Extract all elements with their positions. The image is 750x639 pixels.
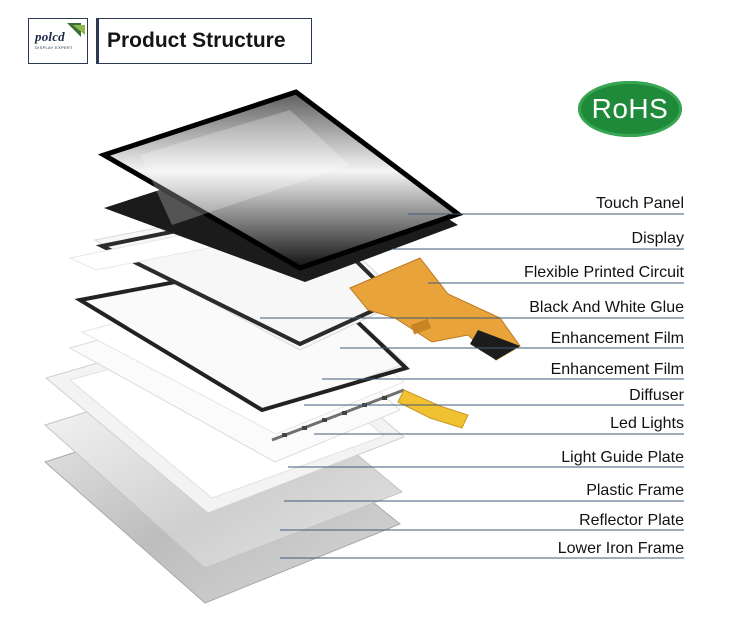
header: polcd DISPLAY EXPERT Product Structure	[28, 18, 312, 64]
label-led-lights: Led Lights	[610, 415, 684, 432]
label-black-and-white-glue: Black And White Glue	[529, 299, 684, 316]
label-display: Display	[631, 230, 684, 247]
logo-text: polcd	[35, 29, 65, 44]
label-enhancement-film-1: Enhancement Film	[550, 330, 684, 347]
label-diffuser: Diffuser	[629, 387, 684, 404]
logo-mark-icon	[67, 23, 85, 37]
label-lower-iron-frame: Lower Iron Frame	[557, 540, 684, 557]
flexible-printed-circuit	[349, 257, 521, 361]
led-strip	[271, 388, 469, 442]
label-reflector-plate: Reflector Plate	[579, 512, 684, 529]
rohs-badge: RoHS	[578, 81, 682, 137]
label-flexible-printed-circuit: Flexible Printed Circuit	[523, 264, 684, 281]
page-title: Product Structure	[96, 18, 312, 64]
leader-lines	[260, 213, 684, 559]
brand-logo: polcd DISPLAY EXPERT	[28, 18, 88, 64]
label-touch-panel: Touch Panel	[595, 195, 684, 212]
label-plastic-frame: Plastic Frame	[586, 482, 684, 499]
label-light-guide-plate: Light Guide Plate	[561, 449, 684, 466]
logo-subtitle: DISPLAY EXPERT	[35, 45, 73, 50]
label-enhancement-film-2: Enhancement Film	[550, 361, 684, 378]
